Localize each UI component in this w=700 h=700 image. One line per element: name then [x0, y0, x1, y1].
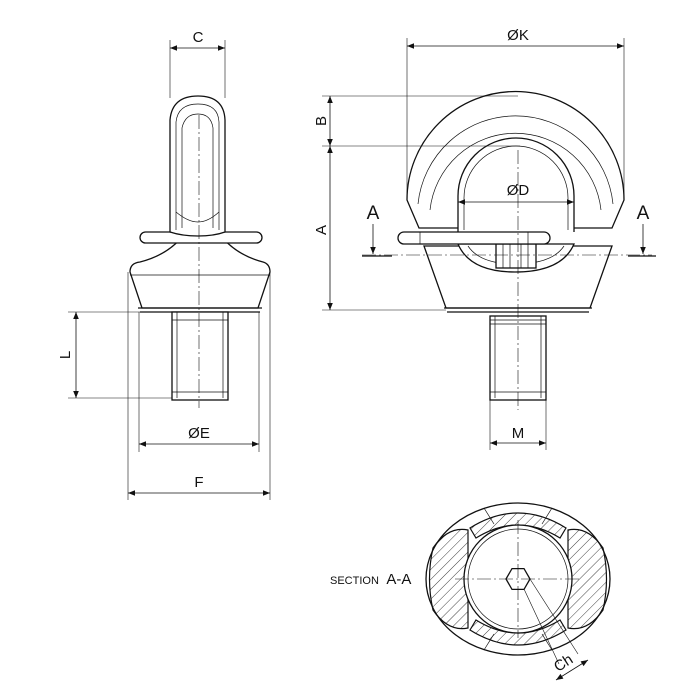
label-e: ØE	[188, 425, 210, 442]
label-l: L	[57, 351, 74, 359]
label-m: M	[512, 425, 525, 442]
side-view-thread	[171, 311, 229, 401]
label-c: C	[193, 29, 204, 46]
section-mark-left: A	[367, 203, 380, 224]
section-title-name: A-A	[386, 571, 411, 588]
label-b: B	[313, 116, 330, 126]
label-k: ØK	[507, 27, 529, 44]
section-hatch-left	[428, 528, 469, 630]
label-d: ØD	[507, 182, 530, 199]
label-f: F	[194, 474, 203, 491]
front-view-ring-opening	[457, 137, 575, 232]
side-view-ring	[169, 95, 226, 237]
section-view	[425, 502, 611, 681]
front-view-cross-pin	[397, 231, 551, 245]
section-title: SECTION A-A	[330, 571, 411, 588]
side-view	[68, 40, 271, 500]
section-hatch-right	[567, 528, 608, 630]
front-view	[322, 38, 656, 450]
section-mark-right: A	[637, 203, 650, 224]
label-a: A	[313, 225, 330, 235]
section-title-prefix: SECTION	[330, 575, 379, 587]
